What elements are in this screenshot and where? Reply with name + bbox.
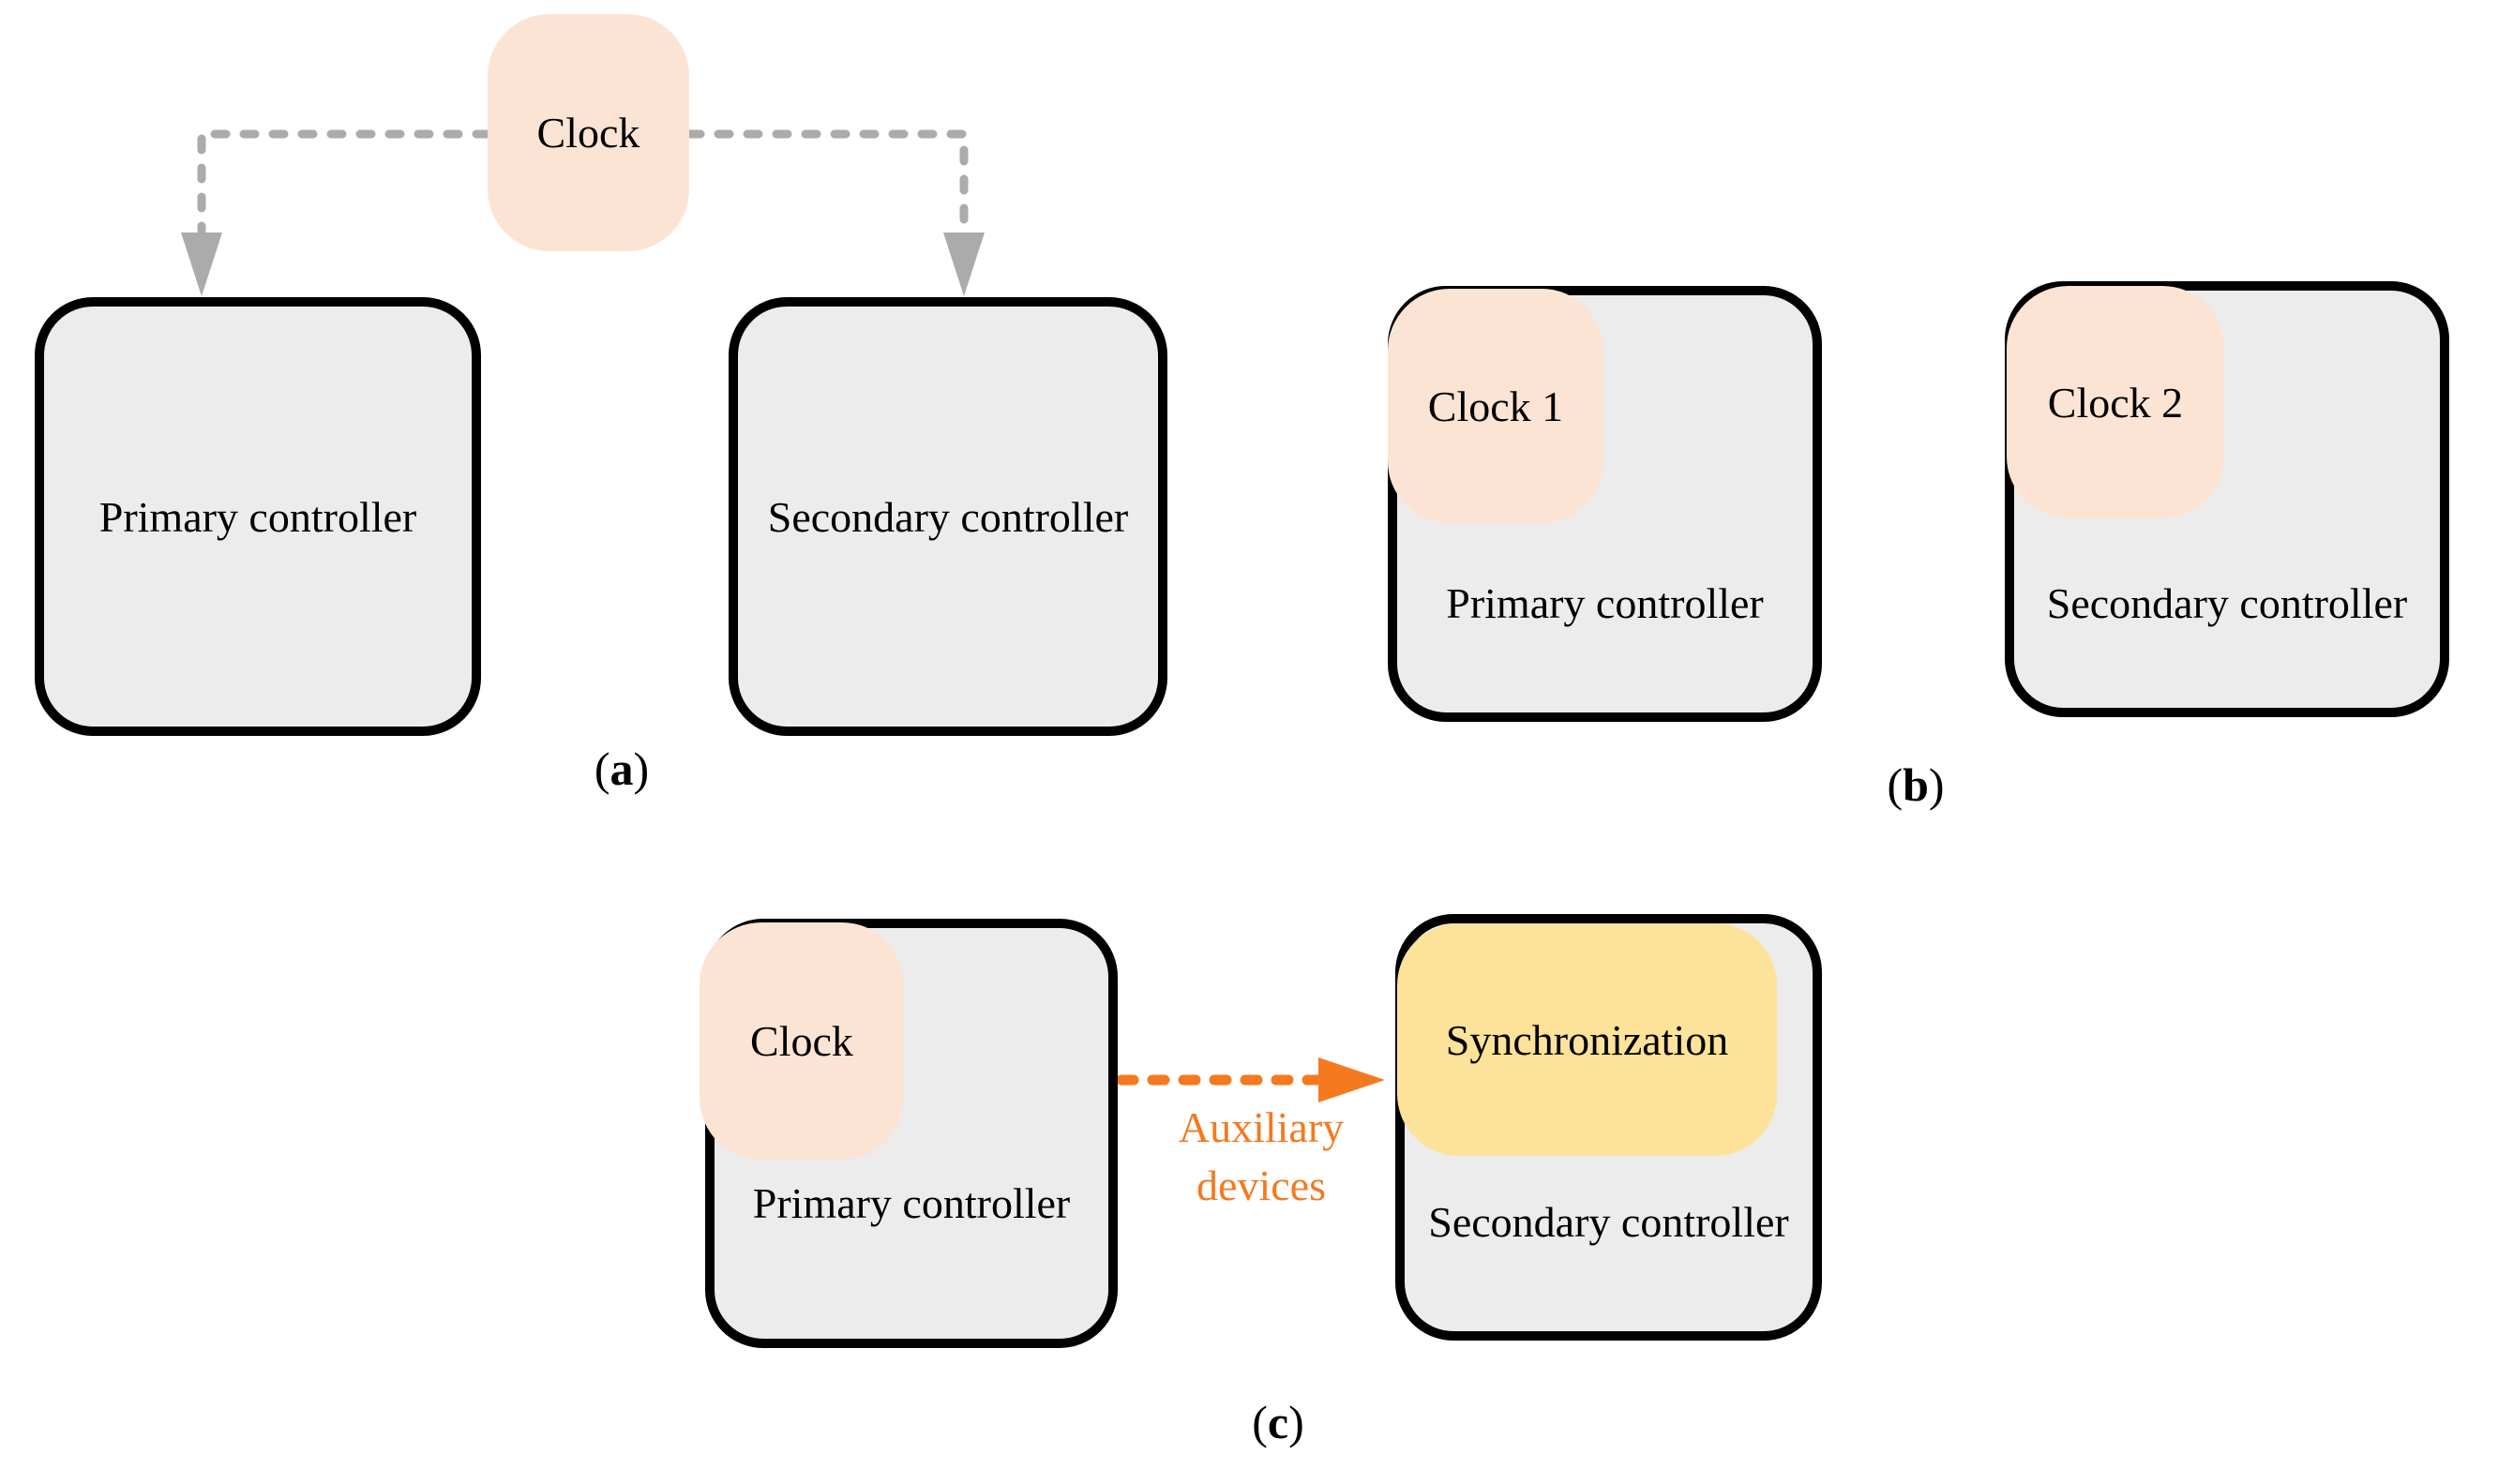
panel-b-primary-controller-label: Primary controller	[1446, 579, 1764, 627]
panel-c-paren-close: )	[1288, 1396, 1304, 1448]
panel-b-paren-close: )	[1928, 758, 1945, 811]
clock-to-secondary-arrowhead-icon	[943, 232, 985, 296]
panel-a-secondary-controller-box: Secondary controller	[729, 297, 1167, 736]
panel-a-clock-box: Clock	[488, 14, 689, 251]
panel-a-label: (a)	[528, 739, 715, 799]
panel-c-primary-controller-label: Primary controller	[752, 1179, 1071, 1227]
clock-to-secondary-dashed-line	[685, 129, 969, 235]
panel-a-paren-close: )	[633, 742, 650, 795]
panel-c-label: (c)	[1184, 1392, 1372, 1452]
panel-a-paren-open: (	[594, 742, 610, 795]
panel-a-secondary-controller-label: Secondary controller	[767, 492, 1129, 541]
auxiliary-devices-arrowhead-icon	[1318, 1057, 1385, 1102]
panel-b-clock2-box: Clock 2	[2007, 286, 2224, 518]
panel-b-clock2-label: Clock 2	[2047, 378, 2184, 427]
auxiliary-devices-label-line2: devices	[1196, 1162, 1326, 1209]
panel-c-synchronization-label: Synchronization	[1445, 1015, 1729, 1064]
panel-c-synchronization-box: Synchronization	[1397, 923, 1777, 1156]
clock-to-primary-arrowhead-icon	[181, 232, 222, 296]
panel-b-letter: b	[1903, 758, 1929, 811]
panel-b-clock1-label: Clock 1	[1427, 382, 1564, 430]
panel-b-secondary-controller-label: Secondary controller	[2046, 579, 2408, 627]
panel-c-secondary-controller-label: Secondary controller	[1428, 1198, 1789, 1246]
panel-b-paren-open: (	[1887, 758, 1904, 811]
panel-c-letter: c	[1267, 1396, 1289, 1448]
panel-b-clock1-box: Clock 1	[1388, 289, 1603, 523]
panel-c-clock-label: Clock	[750, 1017, 853, 1065]
auxiliary-devices-label: Auxiliary devices	[1135, 1099, 1388, 1215]
clock-to-primary-dashed-line	[197, 129, 492, 235]
panel-a-primary-controller-box: Primary controller	[35, 297, 481, 736]
panel-c-clock-box: Clock	[700, 922, 904, 1160]
panel-c-primary-controller-box: Clock Primary controller	[700, 919, 1118, 1348]
panel-a-primary-controller-label: Primary controller	[98, 492, 417, 541]
panel-b-label: (b)	[1822, 755, 2009, 815]
panel-a-letter: a	[609, 742, 634, 795]
panel-c-paren-open: (	[1252, 1396, 1268, 1448]
panel-a-clock-label: Clock	[536, 109, 640, 157]
auxiliary-devices-label-line1: Auxiliary	[1178, 1103, 1345, 1151]
panel-b-primary-controller-box: Clock 1 Primary controller	[1388, 286, 1822, 722]
panel-b-secondary-controller-box: Clock 2 Secondary controller	[2005, 281, 2449, 717]
panel-c-secondary-controller-box: Synchronization Secondary controller	[1395, 914, 1822, 1341]
